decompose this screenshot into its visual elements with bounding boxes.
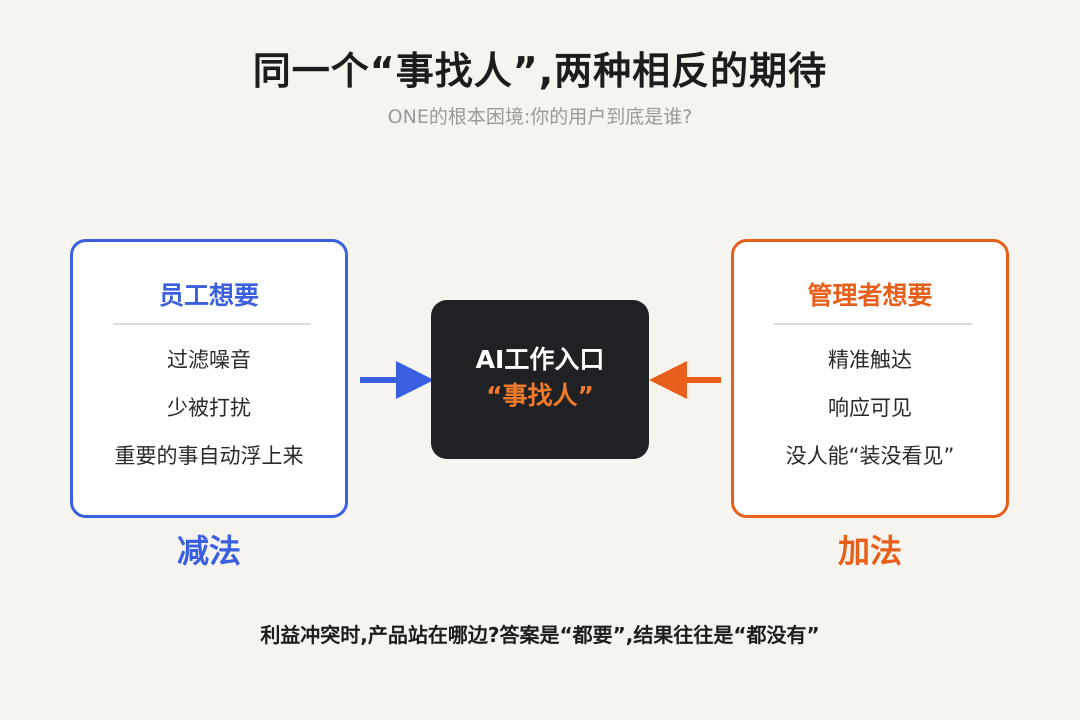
subtraction-label: 减法 — [176, 532, 241, 570]
employee-want-item: 过滤噪音 — [167, 348, 251, 372]
footer-conclusion: 利益冲突时,产品站在哪边?答案是“都要”,结果往往是“都没有” — [260, 623, 820, 647]
left-arrow-icon — [649, 361, 721, 399]
ai-entry-subtitle: “事找人” — [486, 381, 594, 410]
employee-card-divider — [113, 323, 311, 325]
page-subtitle: ONE的根本困境:你的用户到底是谁? — [387, 106, 693, 128]
employee-want-item: 少被打扰 — [167, 396, 251, 420]
manager-want-item: 没人能“装没看见” — [785, 444, 955, 468]
addition-label: 加法 — [837, 532, 902, 570]
manager-wants-list: 精准触达 响应可见 没人能“装没看见” — [734, 344, 1006, 488]
employee-wants-list: 过滤噪音 少被打扰 重要的事自动浮上来 — [73, 344, 345, 488]
employee-card: 员工想要 过滤噪音 少被打扰 重要的事自动浮上来 — [70, 239, 348, 518]
page-title: 同一个“事找人”,两种相反的期待 — [252, 49, 828, 93]
right-arrow-icon — [360, 361, 434, 399]
employee-want-item: 重要的事自动浮上来 — [114, 444, 304, 468]
ai-entry-box: AI工作入口 “事找人” — [431, 300, 649, 459]
manager-want-item: 精准触达 — [828, 348, 912, 372]
manager-card-heading: 管理者想要 — [807, 281, 933, 310]
manager-card: 管理者想要 精准触达 响应可见 没人能“装没看见” — [731, 239, 1009, 518]
employee-card-heading: 员工想要 — [158, 281, 259, 310]
manager-card-divider — [774, 323, 972, 325]
manager-want-item: 响应可见 — [828, 396, 912, 420]
ai-entry-title: AI工作入口 — [475, 345, 605, 374]
